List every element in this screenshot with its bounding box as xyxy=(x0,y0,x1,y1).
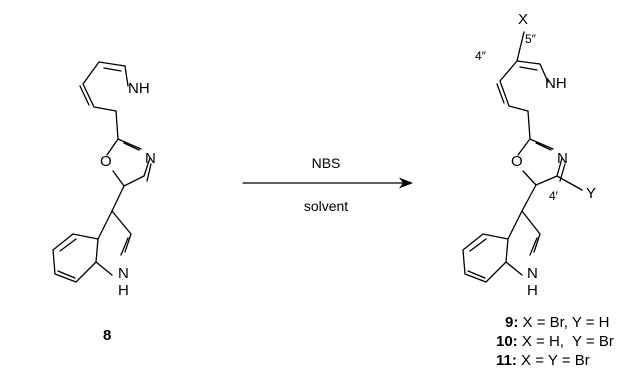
locant-4pp: 4″ xyxy=(475,49,487,63)
sm-indole-n-label: N xyxy=(118,265,129,282)
product-oxazole-o-label: O xyxy=(511,153,523,170)
product-legend: 9: X = Br, Y = H 10: X = H, Y = Br 11: X… xyxy=(496,314,614,369)
product-indole-h-label: H xyxy=(527,282,538,299)
sm-pyrrole-nh-label: NH xyxy=(128,80,150,97)
compound-number-8: 8 xyxy=(103,327,111,344)
legend-line-9: 9: X = Br, Y = H xyxy=(505,314,610,331)
condition-label: solvent xyxy=(304,198,348,214)
starting-material-bonds xyxy=(52,61,152,283)
variant-10-description: X = H, Y = Br xyxy=(522,333,614,350)
locant-5pp: 5″ xyxy=(525,32,537,46)
reaction-arrow-group: NBS solvent xyxy=(242,155,413,214)
product-pyrrole-nh-label: NH xyxy=(545,75,567,92)
product-indole-n-label: N xyxy=(527,265,538,282)
locant-4p: 4′ xyxy=(549,189,559,203)
compound-number-11: 11: xyxy=(496,352,517,369)
product-oxazole-n-label: N xyxy=(557,150,568,167)
variant-9-description: X = Br, Y = H xyxy=(523,314,610,331)
compound-number-9: 9: xyxy=(505,314,518,331)
sm-oxazole-o-label: O xyxy=(100,153,112,170)
legend-line-10: 10: X = H, Y = Br xyxy=(496,333,614,350)
sm-oxazole-n-label: N xyxy=(145,150,156,167)
legend-line-11: 11: X = Y = Br xyxy=(496,352,590,369)
sm-indole-h-label: H xyxy=(118,282,129,299)
product-structure: X Y 5″ 4″ 4′ NH O N N H 9: X = Br, Y = H… xyxy=(462,11,614,369)
variant-11-description: X = Y = Br xyxy=(521,352,590,369)
product-bonds xyxy=(462,31,583,283)
starting-material-8: NH O N N H 8 xyxy=(52,61,156,344)
product-y-label: Y xyxy=(586,185,596,202)
compound-number-10: 10: xyxy=(496,333,518,350)
product-x-label: X xyxy=(518,11,528,28)
reagent-label: NBS xyxy=(312,155,341,171)
arrow-head-icon xyxy=(399,177,413,189)
